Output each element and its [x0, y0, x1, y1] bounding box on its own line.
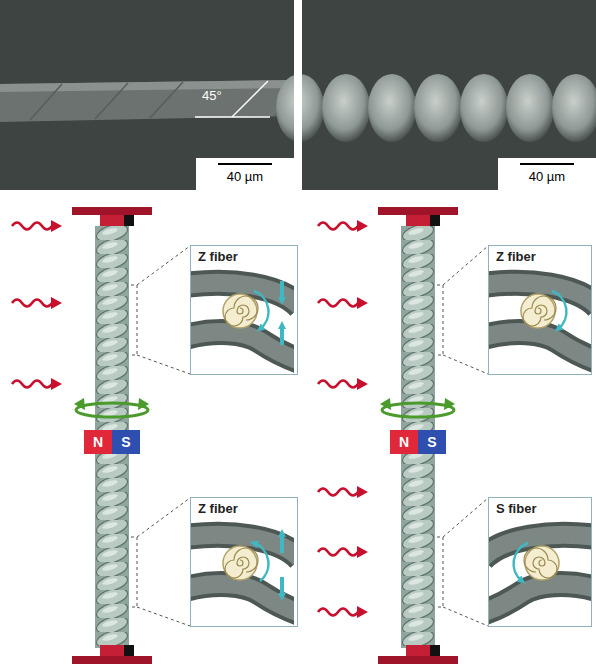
inset-title: S fiber	[494, 501, 538, 516]
inset-title: Z fiber	[196, 249, 240, 264]
inset-box: S fiber	[488, 497, 592, 627]
pole-label: S	[121, 434, 130, 450]
angle-label: 45°	[202, 88, 222, 103]
inset-title: Z fiber	[494, 249, 538, 264]
magnet-pole: N	[390, 430, 418, 454]
scale-bar-label: 40 µm	[227, 169, 263, 184]
inset-box: Z fiber	[190, 245, 298, 375]
pole-label: N	[399, 434, 409, 450]
pole-label: S	[427, 434, 436, 450]
magnet-pole: N	[84, 430, 112, 454]
inset-box: Z fiber	[488, 245, 592, 375]
magnet-pole: S	[418, 430, 446, 454]
scale-bar-label: 40 µm	[529, 169, 565, 184]
pole-label: N	[93, 434, 103, 450]
inset-title: Z fiber	[196, 501, 240, 516]
inset-box: Z fiber	[190, 497, 298, 627]
magnet-pole: S	[112, 430, 140, 454]
